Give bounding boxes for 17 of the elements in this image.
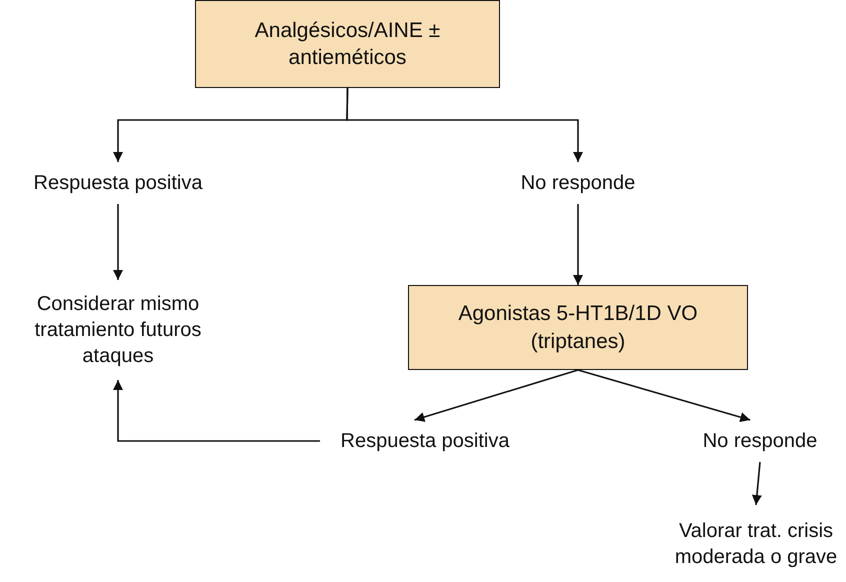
step-text: Respuesta positiva (34, 171, 202, 196)
step-text: No responde (520, 171, 636, 196)
arrow (573, 204, 583, 285)
arrow (113, 380, 320, 442)
arrow (752, 462, 762, 506)
arrow (113, 204, 123, 280)
arrow (414, 369, 578, 422)
process-box (195, 0, 500, 88)
step-text: Respuesta positiva (340, 429, 510, 454)
step-text: Considerar mismo tratamiento futuros ataques (34, 292, 202, 369)
arrow (578, 369, 750, 422)
process-box (408, 285, 748, 370)
step-text: Valorar trat. crisis moderada o grave (674, 518, 838, 570)
box-text: Analgésicos/AINE ± antieméticos (254, 18, 442, 71)
box-text: Agonistas 5-HT1B/1D VO (triptanes) (457, 301, 699, 354)
step-text: No responde (702, 429, 818, 454)
arrow (346, 88, 583, 162)
